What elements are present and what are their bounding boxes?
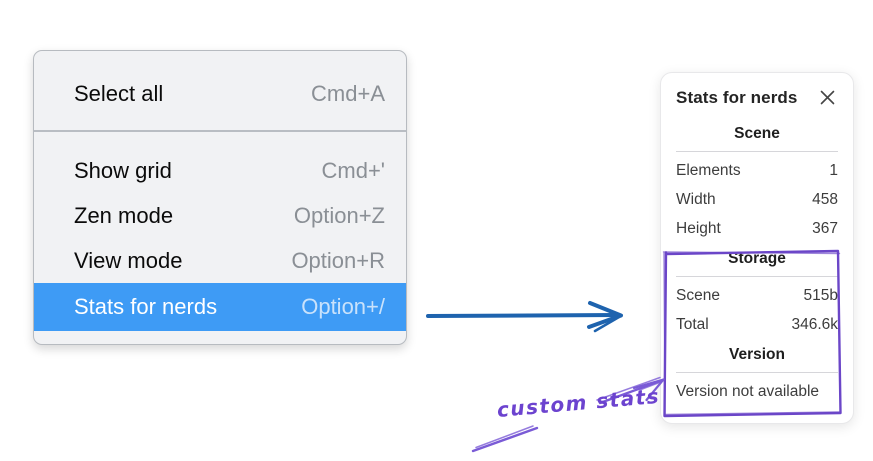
menu-item-shortcut: Cmd+' — [321, 157, 386, 183]
stats-panel-header: Stats for nerds — [676, 87, 838, 108]
stat-row: Elements 1 — [676, 156, 838, 185]
stat-label: Width — [676, 191, 716, 208]
menu-item-stats-for-nerds[interactable]: Stats for nerds Option+/ — [34, 283, 406, 331]
stat-value: 458 — [812, 191, 838, 208]
stat-value: 1 — [829, 162, 838, 179]
stats-section-version: Version Version not available — [676, 344, 838, 406]
stat-label: Height — [676, 220, 721, 237]
menu-group-bottom: Show grid Cmd+' Zen mode Option+Z View m… — [34, 132, 406, 344]
version-note: Version not available — [676, 383, 820, 400]
close-icon — [820, 90, 835, 105]
menu-item-shortcut: Option+/ — [301, 294, 385, 319]
menu-item-shortcut: Option+R — [291, 247, 385, 273]
menu-item-view-mode[interactable]: View mode Option+R — [34, 238, 406, 283]
menu-item-shortcut: Cmd+A — [311, 80, 385, 106]
stats-section-scene: Scene Elements 1 Width 458 Height 367 — [676, 123, 838, 243]
menu-item-select-all[interactable]: Select all Cmd+A — [34, 71, 406, 116]
annotation-custom-stats: custom stats — [495, 383, 661, 422]
menu-item-shortcut: Option+Z — [293, 202, 385, 228]
stat-row: Scene 515b — [676, 281, 838, 310]
arrow-menu-to-panel — [426, 301, 623, 333]
section-heading: Version — [729, 346, 785, 363]
menu-item-label: View mode — [74, 247, 183, 273]
stat-value: 346.6k — [791, 316, 838, 333]
menu-item-show-grid[interactable]: Show grid Cmd+' — [34, 148, 406, 193]
stat-row: Height 367 — [676, 214, 838, 243]
stats-section-storage: Storage Scene 515b Total 346.6k — [676, 248, 838, 339]
menu-item-label: Show grid — [74, 157, 172, 183]
menu-item-zen-mode[interactable]: Zen mode Option+Z — [34, 193, 406, 238]
context-menu: Select all Cmd+A Show grid Cmd+' Zen mod… — [33, 50, 407, 345]
stat-value: 515b — [803, 287, 838, 304]
stat-value: 367 — [812, 220, 838, 237]
section-divider — [676, 372, 838, 373]
section-divider — [676, 151, 838, 152]
section-divider — [676, 276, 838, 277]
section-heading: Scene — [734, 125, 780, 142]
stat-label: Total — [676, 316, 709, 333]
stat-row: Total 346.6k — [676, 310, 838, 339]
menu-divider — [34, 130, 406, 132]
menu-item-label: Zen mode — [74, 202, 174, 228]
close-button[interactable] — [817, 87, 838, 108]
stats-panel-title: Stats for nerds — [676, 87, 798, 107]
menu-group-top: Select all Cmd+A — [34, 51, 406, 130]
menu-item-label: Select all — [74, 80, 164, 106]
stats-panel: Stats for nerds Scene Elements 1 Width 4… — [660, 72, 854, 424]
stat-row: Width 458 — [676, 185, 838, 214]
stat-label: Scene — [676, 287, 720, 304]
section-heading: Storage — [728, 250, 786, 267]
menu-item-label: Stats for nerds — [74, 294, 218, 319]
stat-label: Elements — [676, 162, 741, 179]
